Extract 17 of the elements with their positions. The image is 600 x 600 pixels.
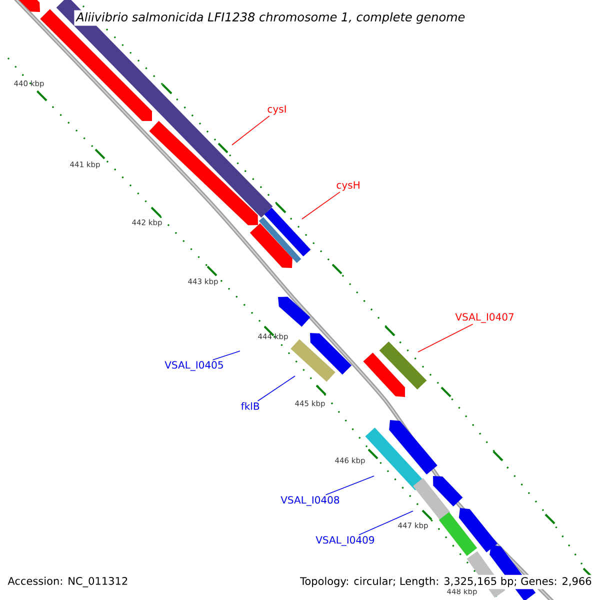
footer-text: Topology: circular; Length: 3,325,165 bp; Genes: 2,966 (298, 574, 594, 590)
leader-line (212, 350, 240, 360)
gene-label: VSAL_I0408 (280, 496, 340, 506)
leader-line (325, 476, 374, 496)
leader-line (232, 116, 270, 146)
title: Aliivibrio salmonicida LFI1238 chromosome 1, complete genome (74, 10, 468, 26)
leader-line (358, 510, 414, 536)
gene-label: fklB (241, 402, 260, 410)
leader-line (418, 324, 474, 352)
gene-label: cysI (268, 105, 286, 115)
leader-line (302, 191, 340, 220)
gene-label: cysH (336, 181, 360, 191)
gene-label: VSAL_I0409 (316, 536, 374, 546)
gene-label: VSAL_I0407 (455, 313, 514, 323)
footer-text: Accession: NC_011312 (8, 576, 128, 588)
leader-line (257, 376, 296, 402)
gene-label: VSAL_I0405 (164, 361, 223, 371)
